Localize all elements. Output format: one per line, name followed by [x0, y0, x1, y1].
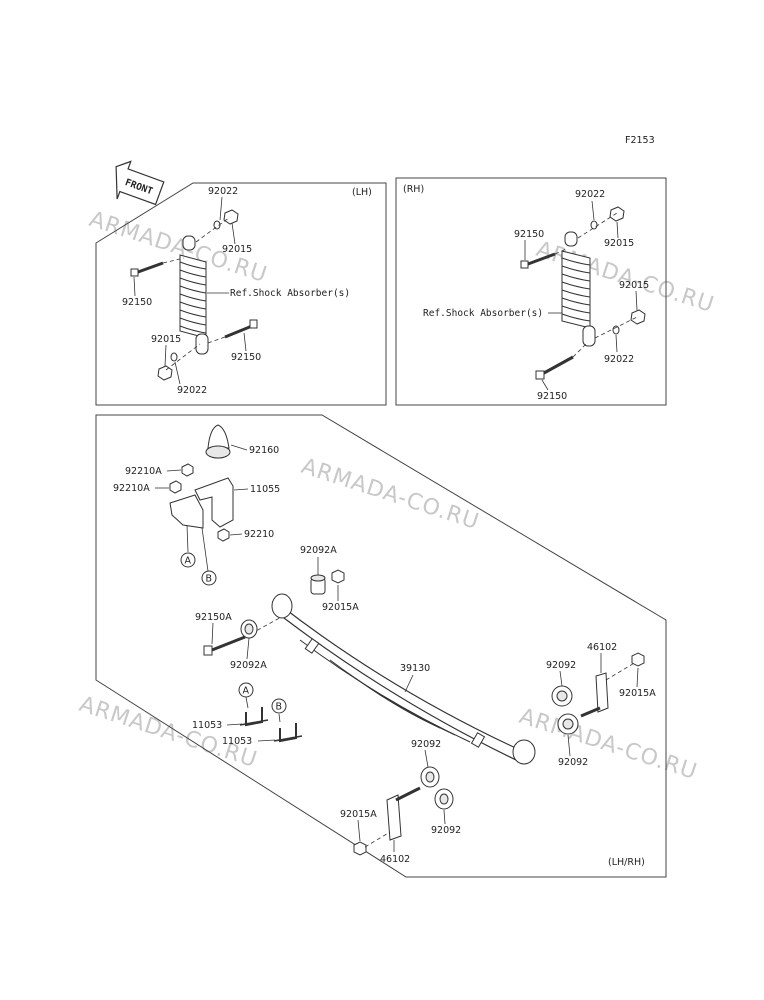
- label-sp-1: 92160: [249, 445, 279, 456]
- panel-lh: (LH) 92022 92015 9215: [95, 182, 387, 406]
- callout-b-2: [271, 698, 287, 714]
- panel-rh: (RH) 92022 92150 92015 92015 Re: [395, 177, 667, 406]
- label-rh-6: 92150: [537, 391, 567, 402]
- figure-code: F2153: [625, 135, 655, 146]
- label-sp-3: 92210A: [113, 483, 150, 494]
- nut-92015A-rear-left: [353, 841, 367, 856]
- label-rh-2: 92150: [514, 229, 544, 240]
- nut-92015-top-rh: [609, 206, 625, 222]
- label-sp-6: A: [185, 556, 192, 567]
- watermark-4: ARMADA-CO.RU: [76, 692, 260, 773]
- label-rh-5: 92022: [604, 354, 634, 365]
- label-sp-22: 92015A: [340, 809, 377, 820]
- label-rh-3: 92015: [604, 238, 634, 249]
- callout-a-2: [238, 682, 254, 698]
- panel-spring-tag: (LH/RH): [608, 857, 645, 868]
- label-sp-19: 11053: [192, 720, 222, 731]
- callout-a-1: [180, 552, 196, 568]
- label-sp-11: 92092A: [230, 660, 267, 671]
- label-sp-2: 92210A: [125, 466, 162, 477]
- label-lh-5: 92022: [177, 385, 207, 396]
- bushing-92092A-bottom: [240, 619, 258, 639]
- panel-rh-tag: (RH): [403, 184, 424, 195]
- washer-92022-top-rh: [590, 220, 598, 230]
- nut-92015-bot-lh: [157, 365, 173, 381]
- bolt-92150-top-lh: [130, 261, 164, 277]
- ref-shock-lh: Ref.Shock Absorber(s): [230, 288, 350, 299]
- nut-92015A-rear-right: [631, 652, 645, 667]
- nut-92015A-front: [331, 569, 345, 584]
- bushing-92092-middle: [420, 766, 440, 788]
- u-bolt-11053-a: [239, 707, 269, 727]
- nut-92210: [217, 528, 230, 542]
- label-lh-1: 92022: [208, 186, 238, 197]
- label-sp-15: 92015A: [619, 688, 656, 699]
- bracket-11055: [169, 477, 234, 529]
- watermark-5: ARMADA-CO.RU: [516, 704, 700, 785]
- panel-lh-tag: (LH): [352, 187, 372, 198]
- shackle-46102-left: [386, 786, 421, 841]
- washer-92022-top-lh: [213, 220, 221, 230]
- bump-stop-92160: [205, 424, 231, 459]
- bolt-92150-top-rh: [520, 252, 556, 269]
- shock-absorber-lh: [179, 235, 209, 355]
- front-arrow-icon: FRONT: [115, 160, 165, 206]
- nut-92015-top-lh: [223, 209, 239, 225]
- u-bolt-11053-b: [273, 723, 303, 743]
- label-sp-7: B: [206, 574, 213, 585]
- bolt-92150-bot-lh: [224, 319, 258, 339]
- label-sp-17: A: [243, 686, 250, 697]
- washer-92022-bot-lh: [170, 352, 178, 362]
- bushing-92092-upper-right: [551, 685, 573, 707]
- shock-absorber-rh: [561, 231, 596, 347]
- bushing-92092-lower-right: [557, 713, 579, 735]
- label-lh-2: 92015: [222, 244, 252, 255]
- label-lh-4: 92015: [151, 334, 181, 345]
- label-sp-9: 92015A: [322, 602, 359, 613]
- label-sp-13: 46102: [587, 642, 617, 653]
- leaf-spring-39130: [271, 593, 536, 765]
- bushing-92092A-top: [310, 574, 326, 595]
- bushing-92092-bottom: [434, 788, 454, 810]
- label-sp-10: 92150A: [195, 612, 232, 623]
- label-sp-23: 92092: [431, 825, 461, 836]
- bolt-92150A: [203, 635, 246, 656]
- callout-b-1: [201, 570, 217, 586]
- label-rh-4: 92015: [619, 280, 649, 291]
- nut-92015-bot-rh: [630, 309, 646, 325]
- label-sp-4: 11055: [250, 484, 280, 495]
- label-lh-3: 92150: [122, 297, 152, 308]
- label-sp-18: B: [276, 702, 283, 713]
- label-sp-8: 92092A: [300, 545, 337, 556]
- panel-spring: (LH/RH) 92160 92210A 92210A 11055 92210 …: [95, 414, 667, 878]
- ref-shock-rh: Ref.Shock Absorber(s): [423, 308, 543, 319]
- label-sp-14: 92092: [546, 660, 576, 671]
- label-sp-21: 92092: [411, 739, 441, 750]
- label-rh-1: 92022: [575, 189, 605, 200]
- label-lh-6: 92150: [231, 352, 261, 363]
- nut-92210A-1: [181, 463, 194, 477]
- watermark-2: ARMADA-CO.RU: [533, 237, 717, 318]
- shackle-46102-right: [580, 672, 609, 718]
- label-sp-20: 11053: [222, 736, 252, 747]
- nut-92210A-2: [169, 480, 182, 494]
- label-sp-24: 46102: [380, 854, 410, 865]
- label-sp-16: 92092: [558, 757, 588, 768]
- bolt-92150-bot-rh: [535, 355, 574, 380]
- label-sp-12: 39130: [400, 663, 430, 674]
- label-sp-5: 92210: [244, 529, 274, 540]
